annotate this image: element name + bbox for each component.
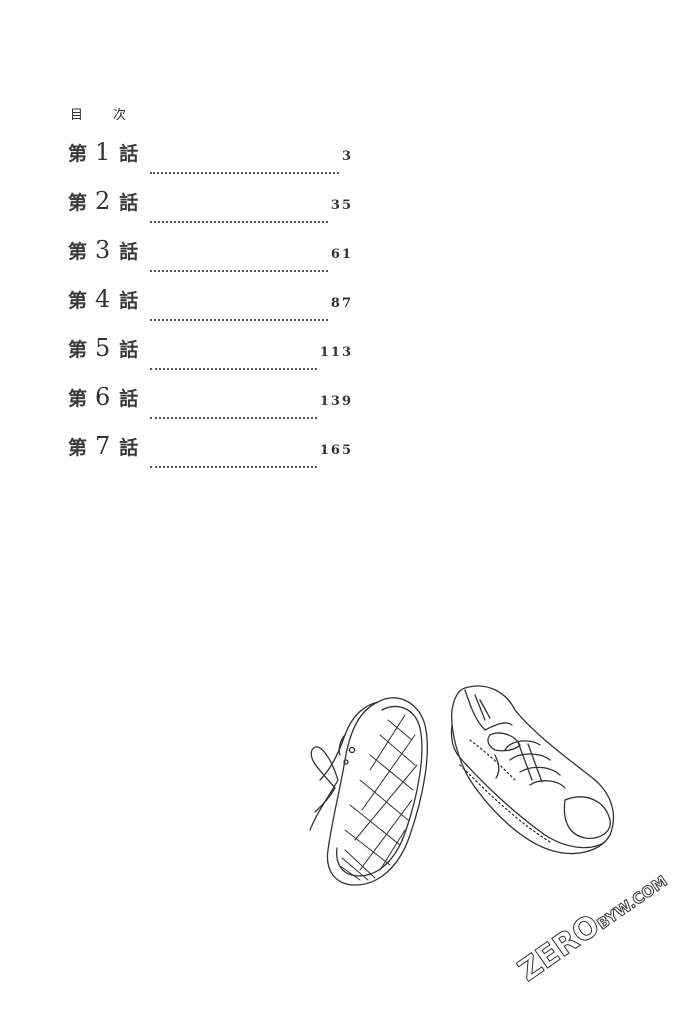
toc-page-number: 139 bbox=[319, 394, 353, 409]
toc-entry-1: 第 1 話 3 bbox=[68, 138, 353, 187]
toc-chapter-number: 3 bbox=[95, 236, 111, 264]
toc-chapter-number: 7 bbox=[95, 432, 111, 460]
toc-entry-6: 第 6 話 139 bbox=[68, 383, 353, 432]
left-shoe-sole-icon bbox=[309, 697, 428, 886]
toc-page-number: 35 bbox=[330, 198, 353, 213]
toc-heading-char-2: 次 bbox=[113, 108, 127, 123]
toc-chapter-number: 4 bbox=[95, 285, 111, 313]
toc-chapter-number: 5 bbox=[95, 334, 111, 362]
toc-page-number: 165 bbox=[319, 443, 353, 458]
toc-suffix: 話 bbox=[119, 192, 139, 214]
toc-heading-char-1: 目 bbox=[70, 108, 84, 123]
toc-prefix: 第 bbox=[68, 388, 88, 410]
toc-suffix: 話 bbox=[119, 290, 139, 312]
toc-prefix: 第 bbox=[68, 143, 88, 165]
toc-leader-dots bbox=[150, 465, 317, 468]
toc-suffix: 話 bbox=[119, 339, 139, 361]
toc-heading: 目次 bbox=[70, 104, 126, 123]
sneakers-illustration bbox=[300, 680, 630, 910]
right-shoe-icon bbox=[450, 685, 615, 855]
toc-leader-dots bbox=[150, 171, 339, 174]
toc-suffix: 話 bbox=[119, 437, 139, 459]
toc-entry-3: 第 3 話 61 bbox=[68, 236, 353, 285]
toc-chapter-number: 6 bbox=[95, 383, 111, 411]
toc-suffix: 話 bbox=[119, 241, 139, 263]
toc-entry-2: 第 2 話 35 bbox=[68, 187, 353, 236]
toc-entry-5: 第 5 話 113 bbox=[68, 334, 353, 383]
toc-prefix: 第 bbox=[68, 192, 88, 214]
toc-entry-4: 第 4 話 87 bbox=[68, 285, 353, 334]
toc-chapter-number: 2 bbox=[95, 187, 111, 215]
toc-page-number: 61 bbox=[330, 247, 353, 262]
toc-leader-dots bbox=[150, 367, 317, 370]
toc-leader-dots bbox=[150, 318, 328, 321]
toc-prefix: 第 bbox=[68, 437, 88, 459]
toc-prefix: 第 bbox=[68, 290, 88, 312]
toc-suffix: 話 bbox=[119, 388, 139, 410]
toc-chapter-number: 1 bbox=[95, 138, 111, 166]
toc-page-number: 3 bbox=[341, 149, 353, 164]
toc-page-number: 113 bbox=[319, 345, 353, 360]
toc-leader-dots bbox=[150, 416, 317, 419]
toc-suffix: 話 bbox=[119, 143, 139, 165]
toc-prefix: 第 bbox=[68, 241, 88, 263]
watermark-main: ZERO bbox=[512, 907, 608, 989]
toc-leader-dots bbox=[150, 269, 328, 272]
toc-list: 第 1 話 3 第 2 話 35 第 3 話 61 第 4 話 87 第 5 話… bbox=[68, 138, 353, 481]
toc-page-number: 87 bbox=[330, 296, 353, 311]
toc-prefix: 第 bbox=[68, 339, 88, 361]
toc-entry-7: 第 7 話 165 bbox=[68, 432, 353, 481]
toc-leader-dots bbox=[150, 220, 328, 223]
